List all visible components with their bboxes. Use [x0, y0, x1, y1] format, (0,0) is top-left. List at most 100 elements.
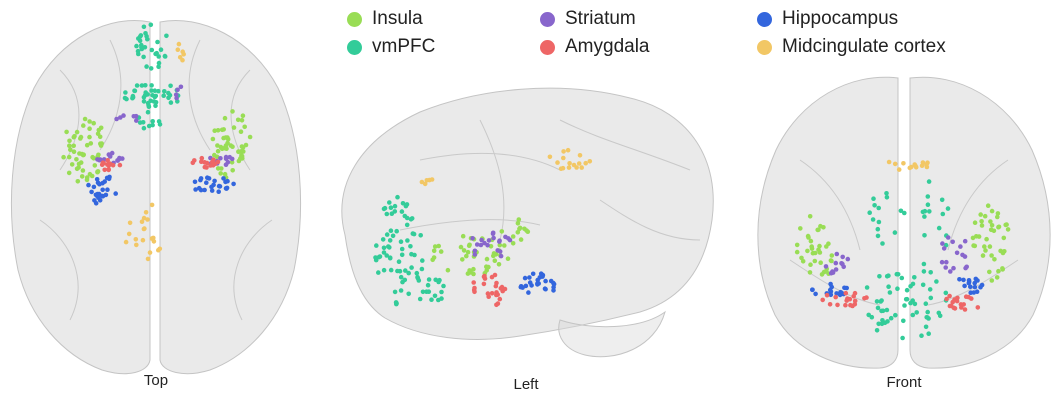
- hippocampus-electrode: [971, 290, 977, 295]
- striatum-electrode: [948, 269, 953, 274]
- hippocampus-electrode: [842, 285, 847, 291]
- insula-electrode: [236, 149, 241, 154]
- hippocampus-electrode: [551, 281, 557, 287]
- hippocampus-electrode: [535, 281, 540, 286]
- vmpfc-electrode: [153, 103, 158, 109]
- amygdala-electrode: [843, 290, 849, 296]
- striatum-electrode: [497, 249, 503, 254]
- midcingulate-electrode: [424, 178, 430, 183]
- vmpfc-electrode: [149, 83, 154, 88]
- hippocampus-electrode: [103, 192, 109, 198]
- insula-electrode: [240, 113, 246, 118]
- vmpfc-electrode: [402, 277, 408, 283]
- vmpfc-electrode: [162, 89, 167, 94]
- vmpfc-electrode: [148, 66, 154, 71]
- striatum-electrode: [950, 239, 955, 245]
- striatum-electrode: [490, 230, 496, 236]
- hippocampus-electrode: [97, 198, 103, 203]
- vmpfc-electrode: [404, 215, 410, 221]
- vmpfc-electrode: [927, 287, 933, 292]
- insula-electrode: [829, 253, 835, 258]
- insula-electrode: [800, 259, 806, 264]
- midcingulate-electrode: [555, 160, 560, 165]
- midcingulate-electrode: [143, 210, 149, 215]
- insula-electrode: [515, 221, 521, 226]
- insula-electrode: [970, 235, 976, 241]
- vmpfc-electrode: [387, 245, 392, 250]
- vmpfc-electrode: [389, 211, 395, 216]
- vmpfc-electrode: [908, 300, 913, 306]
- hippocampus-electrode: [231, 181, 236, 187]
- vmpfc-electrode: [396, 259, 402, 265]
- vmpfc-electrode: [404, 222, 410, 228]
- insula-electrode: [994, 275, 1000, 280]
- insula-electrode: [79, 151, 85, 157]
- striatum-electrode: [227, 154, 232, 160]
- vmpfc-electrode: [394, 301, 399, 307]
- vmpfc-electrode: [943, 290, 949, 296]
- vmpfc-electrode: [874, 328, 880, 333]
- top-electrodes: [61, 22, 253, 262]
- vmpfc-electrode: [417, 296, 423, 302]
- striatum-electrode: [943, 265, 948, 270]
- insula-electrode: [982, 213, 988, 219]
- hippocampus-electrode: [961, 277, 966, 283]
- vmpfc-electrode: [141, 125, 147, 131]
- insula-electrode: [989, 253, 994, 258]
- midcingulate-electrode: [561, 155, 566, 161]
- top-brain-left-hemisphere: [10, 20, 151, 375]
- midcingulate-electrode: [180, 49, 185, 54]
- insula-electrode: [238, 129, 244, 134]
- amygdala-electrode: [862, 296, 867, 301]
- vmpfc-electrode: [130, 93, 136, 99]
- insula-electrode: [492, 258, 498, 264]
- insula-electrode: [486, 264, 491, 270]
- vmpfc-electrode: [397, 268, 403, 274]
- amygdala-electrode: [844, 298, 849, 303]
- vmpfc-electrode: [152, 88, 158, 93]
- striatum-electrode: [486, 238, 492, 243]
- midcingulate-electrode: [156, 247, 161, 253]
- striatum-electrode: [178, 84, 184, 90]
- vmpfc-electrode: [886, 273, 891, 279]
- vmpfc-electrode: [136, 51, 141, 57]
- midcingulate-electrode: [175, 47, 181, 52]
- insula-electrode: [89, 173, 95, 179]
- vmpfc-electrode: [149, 88, 154, 93]
- midcingulate-electrode: [907, 165, 913, 171]
- insula-electrode: [242, 124, 247, 130]
- vmpfc-electrode: [394, 228, 400, 234]
- vmpfc-electrode: [904, 296, 910, 302]
- amygdala-electrode: [950, 299, 955, 305]
- insula-electrode: [66, 154, 72, 160]
- vmpfc-electrode: [403, 203, 409, 209]
- vmpfc-electrode: [156, 54, 161, 59]
- insula-electrode: [95, 169, 100, 174]
- insula-electrode: [81, 123, 86, 128]
- insula-electrode: [812, 250, 818, 256]
- midcingulate-electrode: [123, 239, 129, 245]
- striatum-electrode: [218, 156, 223, 161]
- striatum-electrode: [223, 154, 229, 160]
- amygdala-electrode: [852, 298, 858, 304]
- insula-electrode: [240, 156, 245, 161]
- vmpfc-electrode: [388, 205, 394, 210]
- insula-electrode: [505, 256, 511, 262]
- insula-electrode: [230, 144, 235, 149]
- vmpfc-electrode: [921, 261, 927, 267]
- insula-electrode: [91, 156, 96, 161]
- striatum-electrode: [114, 116, 119, 122]
- vmpfc-electrode: [441, 283, 446, 289]
- striatum-electrode: [507, 237, 513, 243]
- vmpfc-electrode: [414, 270, 420, 276]
- insula-electrode: [210, 136, 216, 142]
- striatum-electrode: [964, 264, 969, 270]
- hippocampus-electrode: [224, 186, 229, 191]
- midcingulate-electrode: [896, 167, 902, 172]
- vmpfc-electrode: [392, 203, 398, 209]
- insula-electrode: [987, 244, 993, 249]
- amygdala-dot-icon: [540, 39, 555, 55]
- hippocampus-electrode: [198, 176, 204, 181]
- vmpfc-electrode: [395, 194, 400, 200]
- insula-electrode: [496, 262, 502, 267]
